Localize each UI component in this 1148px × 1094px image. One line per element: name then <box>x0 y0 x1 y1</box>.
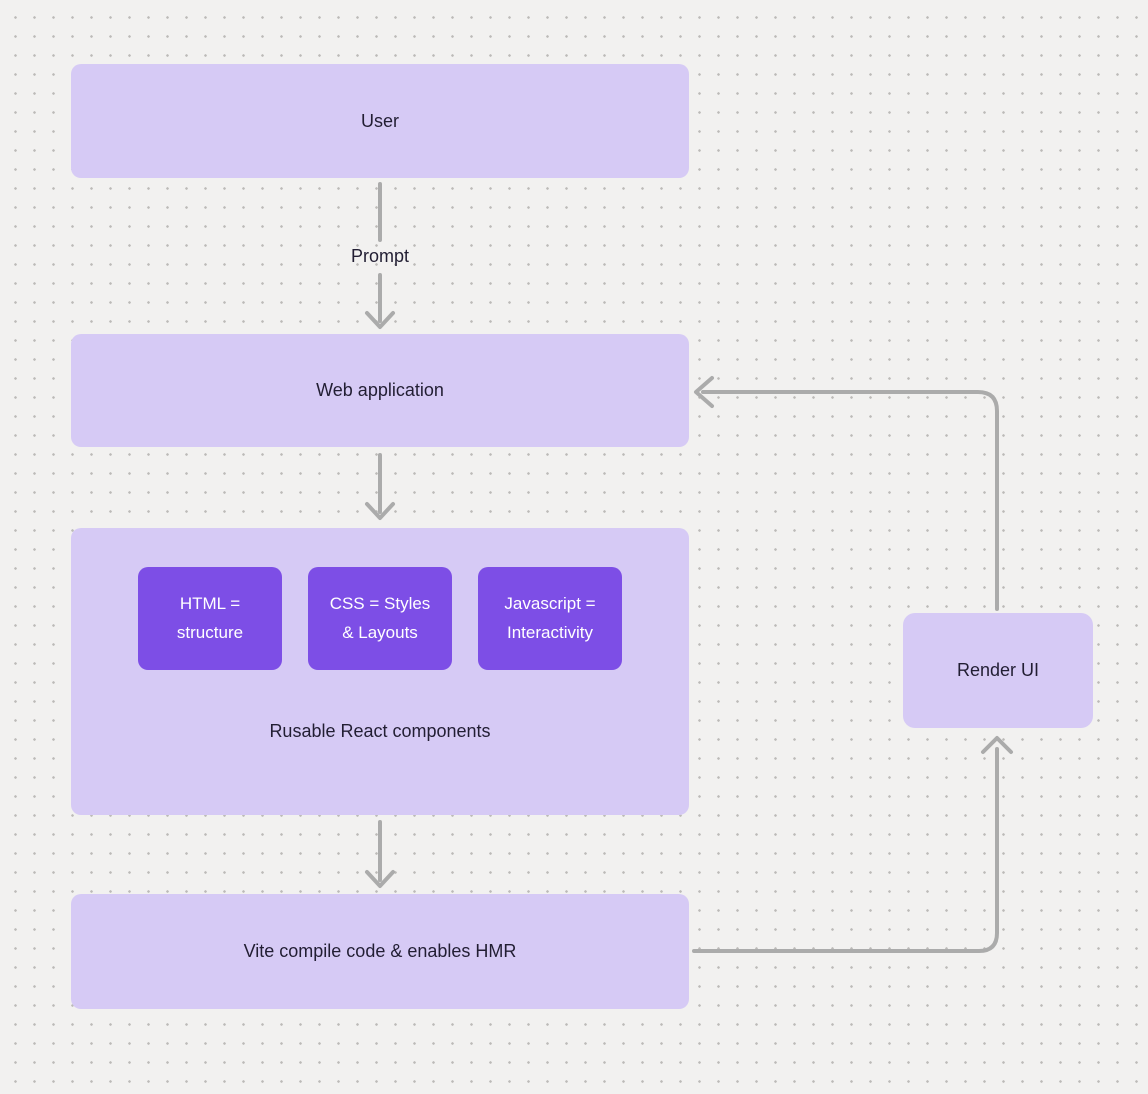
node-javascript-label: Javascript = Interactivity <box>504 593 596 642</box>
edge-label-prompt: Prompt <box>350 246 410 266</box>
node-web-application-label: Web application <box>316 380 444 400</box>
node-vite[interactable]: Vite compile code & enables HMR <box>71 894 689 1009</box>
up-arrowhead-icon <box>981 736 1013 754</box>
edge-line <box>692 747 999 953</box>
node-css-label: CSS = Styles & Layouts <box>329 593 431 642</box>
left-arrowhead-icon <box>694 376 714 408</box>
node-html[interactable]: HTML = structure <box>138 567 282 670</box>
node-user[interactable]: User <box>71 64 689 178</box>
node-vite-label: Vite compile code & enables HMR <box>243 941 517 961</box>
edge-render-ui-to-web-application[interactable] <box>694 376 999 611</box>
node-css[interactable]: CSS = Styles & Layouts <box>308 567 452 670</box>
down-arrowhead-icon <box>365 502 395 520</box>
node-components-group[interactable]: HTML = structure CSS = Styles & Layouts … <box>71 528 689 815</box>
edge-line <box>701 390 999 611</box>
node-html-label: HTML = structure <box>176 593 244 642</box>
edge-web-application-to-components[interactable] <box>365 453 395 520</box>
node-render-ui[interactable]: Render UI <box>903 613 1093 728</box>
edge-vite-to-render-ui[interactable] <box>692 736 1013 953</box>
node-web-application[interactable]: Web application <box>71 334 689 447</box>
down-arrowhead-icon <box>365 311 395 329</box>
node-user-label: User <box>360 110 399 131</box>
edge-components-to-vite[interactable] <box>365 820 395 888</box>
down-arrowhead-icon <box>365 870 395 888</box>
node-render-ui-label: Render UI <box>956 660 1040 680</box>
node-javascript[interactable]: Javascript = Interactivity <box>478 567 622 670</box>
components-group-caption: Rusable React components <box>269 721 491 741</box>
